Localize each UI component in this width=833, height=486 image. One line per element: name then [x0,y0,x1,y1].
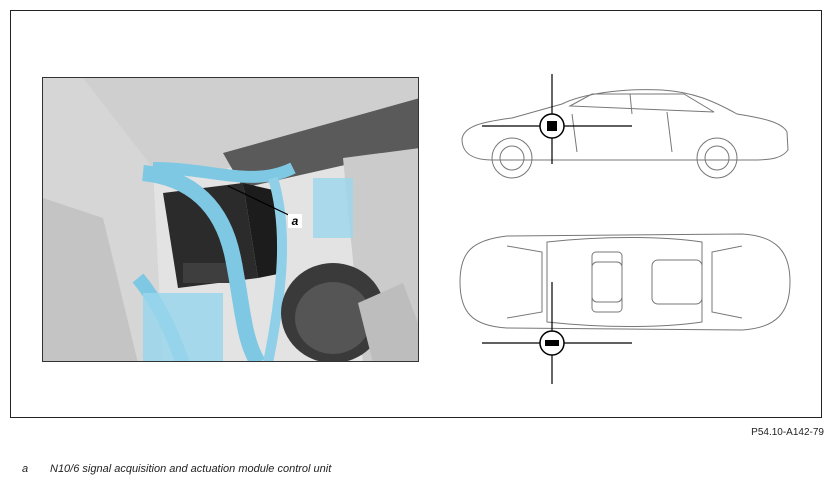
control-unit-side [243,183,283,278]
rear-seats [651,259,703,305]
car-body-outline [461,89,789,161]
vehicle-top-view [452,222,797,386]
wiring-harness-upper [152,162,296,183]
car-cabin-outline [546,237,703,327]
car-b-pillar [629,93,633,115]
callout-box [288,214,302,228]
left-lower-trim [43,198,138,361]
locator-marker-top [545,340,559,346]
hood-lines [506,245,543,319]
installation-illustration: a [42,77,419,362]
front-wheel [491,137,533,179]
harness-clip-right [313,178,353,238]
vehicle-side-view [452,74,797,186]
speaker-cone [295,282,371,354]
callout-line [227,185,296,219]
front-wheel-rim [499,145,525,171]
front-seats [591,261,623,303]
dashboard-panel [63,78,418,173]
callout-letter: a [292,214,299,228]
wiring-harness-main [141,165,266,361]
harness-bundle-lower [143,293,223,361]
dashboard-trim [223,98,418,188]
center-console [591,251,623,313]
figure-reference: P54.10-A142-79 [751,427,824,438]
vehicle-top-svg [459,233,791,384]
legend: a N10/6 signal acquisition and actuation … [22,463,331,475]
legend-text: N10/6 signal acquisition and actuation m… [50,463,332,475]
locator-marker [547,121,557,131]
legend-key: a [22,463,29,475]
pedal [358,283,418,361]
car-windows [568,93,715,113]
rear-wheel [696,137,738,179]
trunk-lines [711,245,743,319]
wiring-harness-right [263,176,288,361]
rear-wheel-rim [704,145,730,171]
vehicle-side-svg [461,74,789,179]
door-lines [571,111,673,153]
footwell-illustration-svg: a [43,78,418,361]
car-top-outline [459,233,791,331]
